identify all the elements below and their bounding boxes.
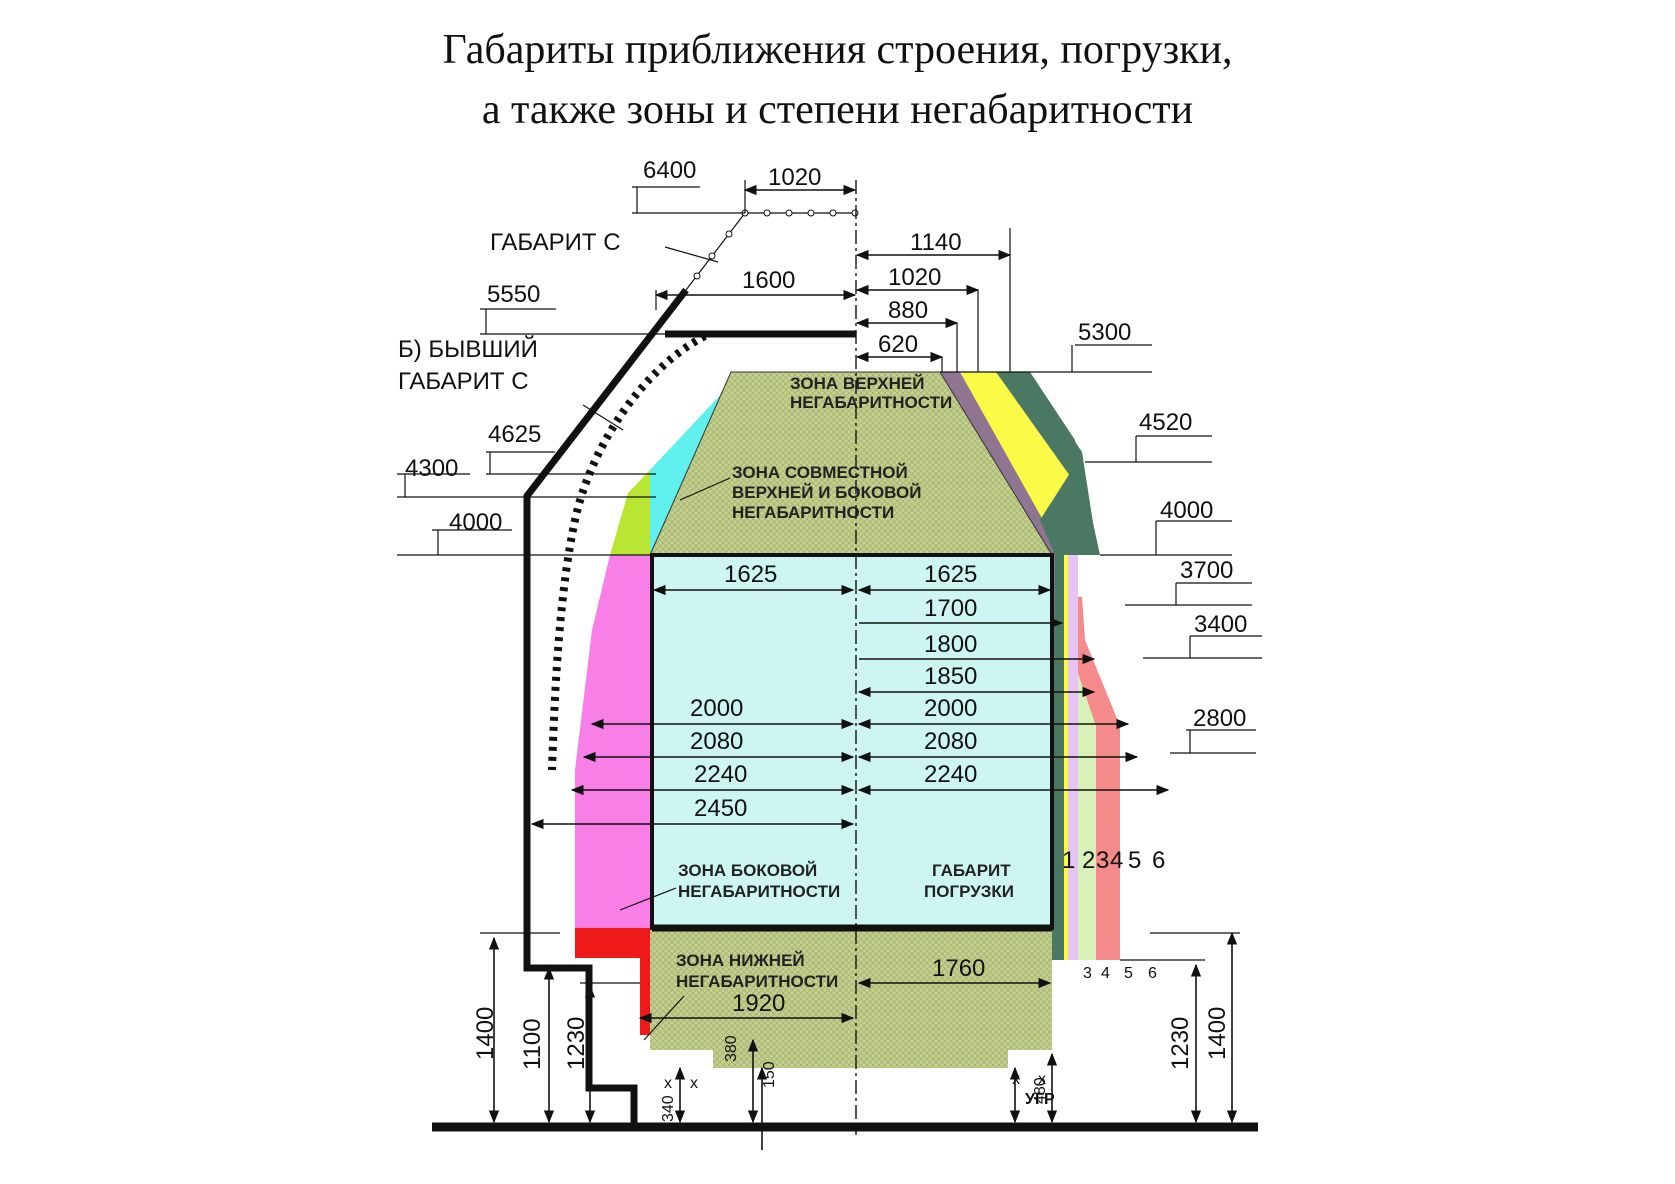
height-4300-label: 4300 (405, 455, 458, 482)
width-1700-label: 1700 (924, 595, 977, 622)
width-1800-label: 1800 (924, 631, 977, 658)
width-1020-top-label: 1020 (768, 164, 821, 191)
structure-gauge-outline (523, 287, 689, 1127)
zone-side-nonconformity (575, 555, 650, 928)
height-5550-label: 5550 (487, 281, 540, 308)
height-1100-label: 1100 (519, 1018, 546, 1070)
height-4000-right-label: 4000 (1160, 497, 1213, 524)
top-width-arrows (654, 180, 1012, 363)
degree-3-label: 3 (1096, 847, 1109, 874)
zone-joint-label-3: НЕГАБАРИТНОСТИ (732, 503, 894, 522)
degree-5-label: 5 (1128, 847, 1141, 874)
degree-1-label: 1 (1062, 847, 1075, 874)
width-1625-left-label: 1625 (724, 561, 777, 588)
height-6400-label: 6400 (643, 157, 696, 184)
x-mark-2: x (690, 1075, 698, 1092)
left-height-lines (397, 186, 856, 556)
height-1230-right-label: 1230 (1167, 1017, 1194, 1070)
loading-gauge-label-2: ПОГРУЗКИ (924, 882, 1014, 901)
height-150-label: 150 (761, 1061, 778, 1088)
height-1400-left-label: 1400 (472, 1007, 499, 1060)
height-3700-label: 3700 (1180, 557, 1233, 584)
height-4625-label: 4625 (488, 421, 541, 448)
former-gabarit-c-label-2: ГАБАРИТ С (398, 368, 529, 395)
zone-side-label-1: ЗОНА БОКОВОЙ (678, 861, 817, 880)
zone-upper-label-2: НЕГАБАРИТНОСТИ (790, 393, 952, 412)
height-2800-label: 2800 (1193, 705, 1246, 732)
former-gauge-c-dashed (548, 332, 707, 771)
width-2000-right-label: 2000 (924, 695, 977, 722)
ugr-label: УГР (1025, 1091, 1055, 1108)
zone-joint-label-2: ВЕРХНЕЙ И БОКОВОЙ (732, 483, 921, 502)
degree-6-bottom-label: 6 (1148, 965, 1157, 982)
width-2080-left-label: 2080 (690, 728, 743, 755)
height-340-label: 340 (660, 1095, 677, 1122)
x-mark-4: x (1038, 1071, 1046, 1088)
degree-6-label: 6 (1152, 847, 1165, 874)
loading-gauge-lower (650, 928, 1052, 1068)
height-380-label: 380 (723, 1035, 740, 1062)
width-2080-right-label: 2080 (924, 728, 977, 755)
degree-2-label: 2 (1082, 847, 1095, 874)
zone-lower-nonconformity (575, 928, 650, 1035)
degree-4-label: 4 (1110, 847, 1123, 874)
width-1850-label: 1850 (924, 663, 977, 690)
width-880-label: 880 (888, 297, 928, 324)
right-height-lines (940, 228, 1262, 754)
zone-lime (610, 470, 650, 555)
height-4000-left-label: 4000 (449, 509, 502, 536)
height-1400-right-label: 1400 (1204, 1007, 1231, 1060)
degree-4-bottom-label: 4 (1101, 965, 1110, 982)
gabarit-c-label: ГАБАРИТ С (490, 229, 621, 256)
former-gabarit-c-label-1: Б) БЫВШИЙ (398, 335, 538, 363)
height-3400-label: 3400 (1194, 611, 1247, 638)
height-4520-label: 4520 (1139, 409, 1192, 436)
loading-gauge-label-1: ГАБАРИТ (932, 861, 1011, 880)
width-1140-label: 1140 (910, 229, 962, 256)
height-5300-label: 5300 (1078, 319, 1131, 346)
width-1020-label: 1020 (888, 264, 941, 291)
width-2240-left-label: 2240 (694, 761, 747, 788)
degree-5-bottom-label: 5 (1124, 965, 1133, 982)
width-620-label: 620 (878, 331, 918, 358)
degree-3-region (1012, 372, 1098, 960)
height-480-label: 480 (1032, 1077, 1049, 1104)
zone-side-label-2: НЕГАБАРИТНОСТИ (678, 882, 840, 901)
width-2000-left-label: 2000 (690, 695, 743, 722)
zone-lower-label-1: ЗОНА НИЖНЕЙ (676, 951, 805, 970)
zone-joint-label-1: ЗОНА СОВМЕСТНОЙ (732, 463, 908, 482)
bottom-height-arrows (480, 931, 1240, 1150)
width-2450-label: 2450 (694, 795, 747, 822)
x-mark-1: x (664, 1075, 672, 1092)
width-1600-label: 1600 (742, 267, 795, 294)
width-2240-right-label: 2240 (924, 761, 977, 788)
width-1760-label: 1760 (932, 955, 985, 982)
zone-upper-label-1: ЗОНА ВЕРХНЕЙ (790, 374, 924, 393)
title-line-2: а также зоны и степени негабаритности (481, 87, 1194, 133)
width-1625-right-label: 1625 (924, 561, 977, 588)
loading-gauge-body (652, 555, 1052, 928)
zone-lower-label-2: НЕГАБАРИТНОСТИ (676, 972, 838, 991)
x-mark-3: x (1012, 1071, 1020, 1088)
width-1920-label: 1920 (732, 990, 785, 1017)
title-line-1: Габариты приближения строения, погрузки, (442, 27, 1233, 73)
body-width-arrows (530, 584, 1170, 1024)
degree-3-bottom-label: 3 (1083, 965, 1092, 982)
leader-lines (582, 246, 731, 1041)
height-1230-left-label: 1230 (563, 1017, 590, 1070)
